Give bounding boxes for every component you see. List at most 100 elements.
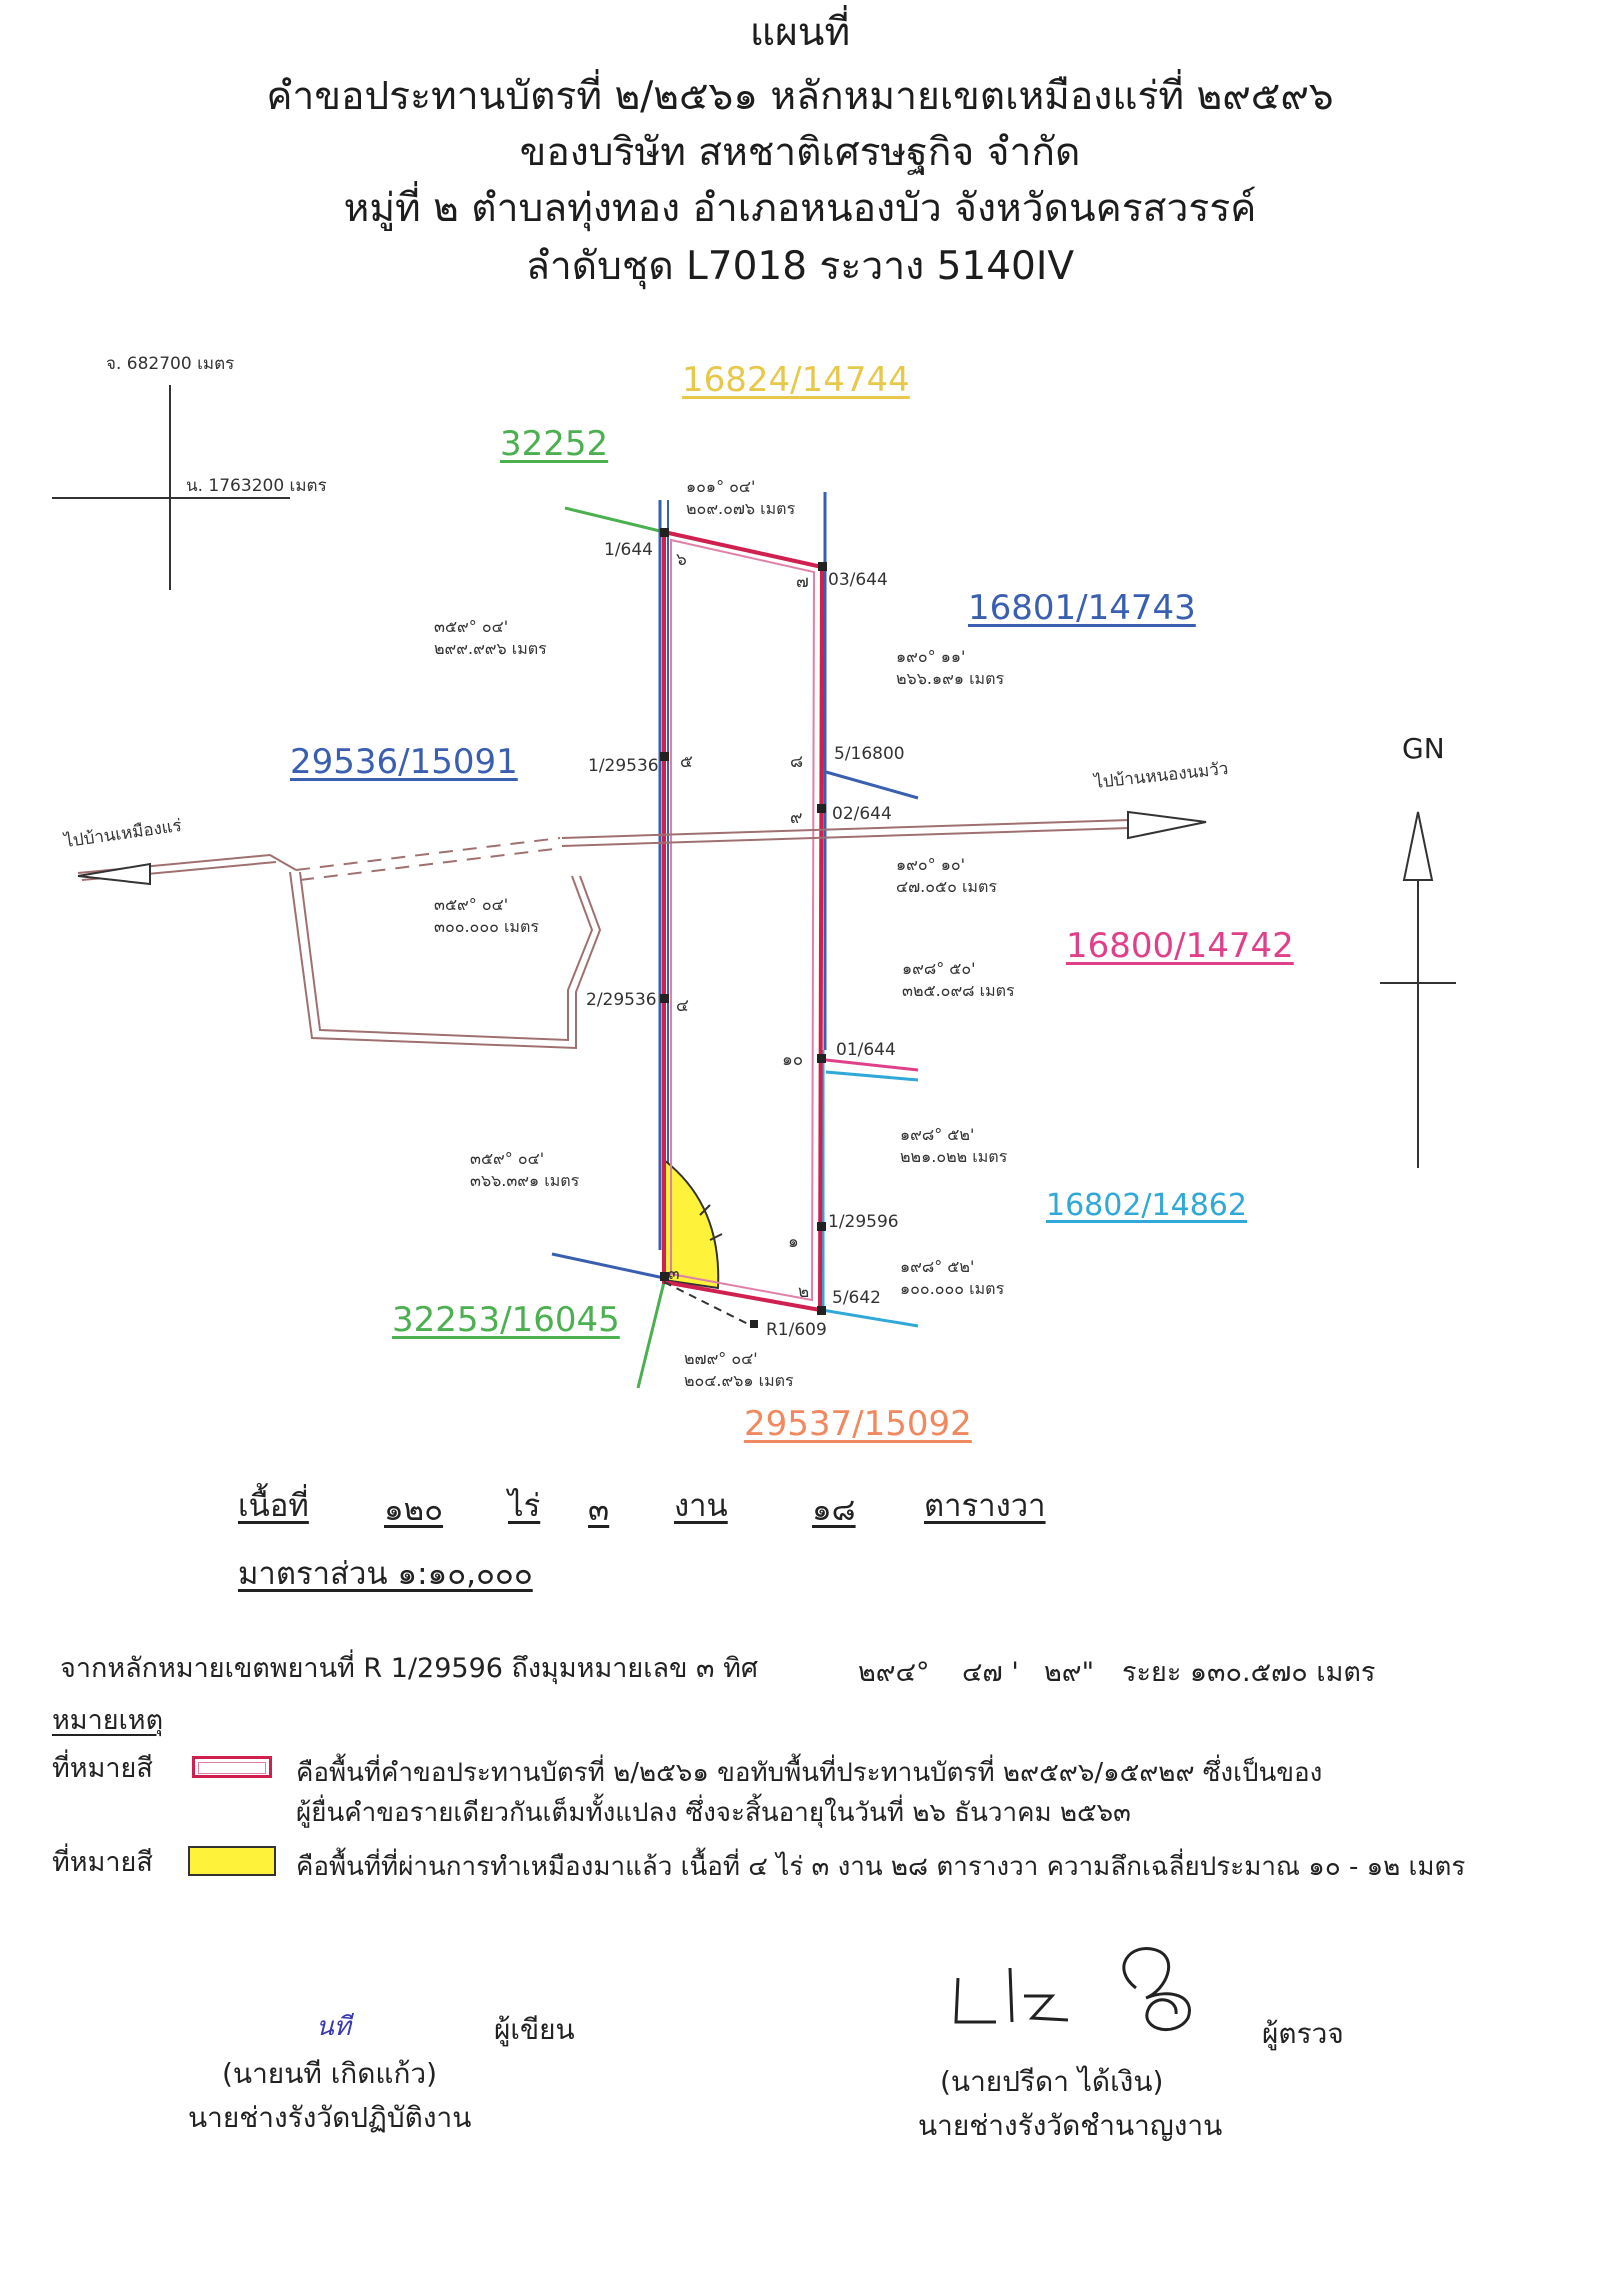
edge-32253-blue	[551, 1252, 665, 1280]
location-line: หมู่ที่ ๒ ตำบลทุ่งทอง อำเภอหนองบัว จังหว…	[343, 186, 1257, 231]
edge-32253	[636, 1281, 666, 1389]
parcel-16802: 16802/14862	[1046, 1188, 1247, 1223]
parcel-29537: 29537/15092	[744, 1404, 972, 1444]
bearing-right-4: ๑๙๘° ๕๒'๒๒๑.๐๒๒ เมตร	[900, 1125, 1008, 1166]
bearing-right-3: ๑๙๘° ๕๐'๓๒๕.๐๙๘ เมตร	[902, 959, 1015, 1000]
edge-16802-bottom	[821, 1308, 919, 1328]
edge-16802-side	[825, 1070, 919, 1082]
track-b	[289, 871, 602, 1050]
bearing-left-1: ๓๕๙° ๐๔'๒๙๙.๙๙๖ เมตร	[434, 617, 547, 658]
corner-9: ๙	[790, 808, 803, 828]
corner-5: ๕	[680, 752, 693, 772]
parcel-32252: 32252	[500, 424, 609, 464]
marker-1-29536	[660, 752, 669, 761]
reference-minutes: ๔๗ '	[962, 1657, 1019, 1688]
parcel-16800: 16800/14742	[1066, 926, 1294, 966]
road-east-b	[561, 827, 1131, 847]
reference-degrees: ๒๙๔°	[858, 1657, 930, 1688]
legend-item2-line1: คือพื้นที่ที่ผ่านการทำเหมืองมาแล้ว เนื้อ…	[296, 1852, 1466, 1882]
legend-mined-swatch	[188, 1846, 276, 1876]
edge-32252	[564, 506, 665, 534]
writer-title: นายช่างรังวัดปฏิบัติงาน	[188, 2101, 472, 2134]
marker-01-644	[817, 1054, 826, 1063]
mined-area	[663, 1157, 720, 1290]
area-wa-unit: ตารางวา	[924, 1488, 1046, 1524]
marker-1-29596	[817, 1222, 826, 1231]
reference-distance: ระยะ ๑๓๐.๕๗๐ เมตร	[1122, 1657, 1376, 1688]
map-sheet-line: ลำดับชุด L7018 ระวาง 5140IV	[525, 244, 1075, 289]
road-east-a	[561, 819, 1131, 839]
area-ngan-unit: งาน	[674, 1488, 728, 1524]
point-01-644: 01/644	[836, 1040, 896, 1060]
legend-item1-line2: ผู้ยื่นคำขอรายเดียวกันเต็มทั้งแปลง ซึ่งจ…	[296, 1798, 1131, 1828]
marker-corner-3	[660, 1272, 669, 1281]
corner-8: ๘	[790, 752, 804, 772]
parcel-map	[52, 385, 1456, 1389]
bearing-bottom: ๒๗๙° ๐๔'๒๐๔.๙๖๑ เมตร	[684, 1349, 794, 1390]
bearing-left-3: ๓๕๙° ๐๔'๓๖๖.๓๙๑ เมตร	[470, 1149, 580, 1190]
corner-7: ๗	[796, 572, 809, 592]
edge-16801-side	[825, 770, 919, 800]
checker-role: ผู้ตรวจ	[1262, 2017, 1344, 2050]
bearing-left-2: ๓๕๙° ๐๔'๓๐๐.๐๐๐ เมตร	[434, 895, 539, 936]
area-label: เนื้อที่	[238, 1488, 309, 1524]
marker-02-644	[817, 804, 826, 813]
point-5-642: 5/642	[832, 1288, 881, 1308]
concession-boundary-inner	[670, 538, 816, 1302]
map-title: แผนที่	[749, 10, 851, 55]
bearing-right-2: ๑๙๐° ๑๐'๔๗.๐๕๐ เมตร	[896, 855, 997, 896]
reference-line	[663, 1281, 753, 1327]
parcel-16801: 16801/14743	[968, 588, 1196, 628]
parcel-29536: 29536/15091	[290, 742, 518, 782]
corner-10: ๑๐	[782, 1050, 804, 1070]
request-subtitle: คำขอประทานบัตรที่ ๒/๒๕๖๑ หลักหมายเขตเหมื…	[266, 74, 1334, 119]
legend-item1-line1: คือพื้นที่คำขอประทานบัตรที่ ๒/๒๕๖๑ ขอทับ…	[296, 1758, 1323, 1788]
grid-northing-label: น. 1763200 เมตร	[186, 476, 327, 496]
reference-text: จากหลักหมายเขตพยานที่ R 1/29596 ถึงมุมหม…	[60, 1653, 759, 1684]
marker-1-644	[660, 528, 669, 537]
area-rai: ๑๒๐	[384, 1492, 444, 1528]
arrow-west	[77, 862, 151, 886]
corner-3: ๓	[668, 1264, 680, 1284]
corner-6: ๖	[676, 550, 687, 570]
company-name: ของบริษัท สหชาติเศรษฐกิจ จำกัด	[519, 130, 1081, 175]
track-a	[299, 871, 594, 1042]
area-wa: ๑๘	[812, 1492, 856, 1528]
parcel-32253: 32253/16045	[392, 1300, 620, 1340]
road-dashed-a	[295, 837, 561, 871]
checker-name: (นายปรีดา ได้เงิน)	[940, 2065, 1164, 2098]
road-dashed-b	[299, 847, 563, 881]
point-02-644: 02/644	[832, 804, 892, 824]
bearing-top: ๑๐๑° ๐๔'๒๐๙.๐๗๖ เมตร	[686, 477, 796, 518]
point-R1-609: R1/609	[766, 1320, 827, 1340]
reference-seconds: ๒๙"	[1044, 1657, 1094, 1688]
marker-03-644	[818, 562, 827, 571]
area-ngan: ๓	[588, 1492, 610, 1528]
bearing-right-5: ๑๙๘° ๕๒'๑๐๐.๐๐๐ เมตร	[900, 1257, 1005, 1298]
writer-role: ผู้เขียน	[494, 2013, 575, 2046]
point-2-29536: 2/29536	[586, 990, 657, 1010]
area-rai-unit: ไร่	[508, 1488, 541, 1524]
north-label: GN	[1402, 732, 1445, 765]
point-1-29536: 1/29536	[588, 756, 659, 776]
checker-title: นายช่างรังวัดชำนาญงาน	[918, 2109, 1223, 2142]
grid-easting-label: จ. 682700 เมตร	[106, 354, 235, 374]
marker-5-642	[817, 1306, 826, 1315]
edge-16800-side	[825, 1058, 919, 1072]
checker-signature	[954, 1947, 1191, 2032]
point-5-16800: 5/16800	[834, 744, 905, 764]
writer-name: (นายนที เกิดแก้ว)	[222, 2057, 438, 2090]
point-03-644: 03/644	[828, 570, 888, 590]
marker-2-29536	[660, 994, 669, 1003]
legend-title: หมายเหตุ	[52, 1705, 164, 1736]
north-arrow-head	[1402, 811, 1434, 881]
corner-1: ๑	[788, 1232, 799, 1252]
parcel-16824: 16824/14744	[682, 360, 910, 400]
corner-2: ๒	[798, 1282, 810, 1302]
map-scale: มาตราส่วน ๑:๑๐,๐๐๐	[238, 1556, 533, 1592]
legend-item2-label: ที่หมายสี	[52, 1847, 153, 1878]
legend-item1-label: ที่หมายสี	[52, 1753, 153, 1784]
reference-mark	[750, 1320, 758, 1328]
arrow-east	[1127, 810, 1207, 840]
corner-4: ๔	[676, 996, 689, 1016]
